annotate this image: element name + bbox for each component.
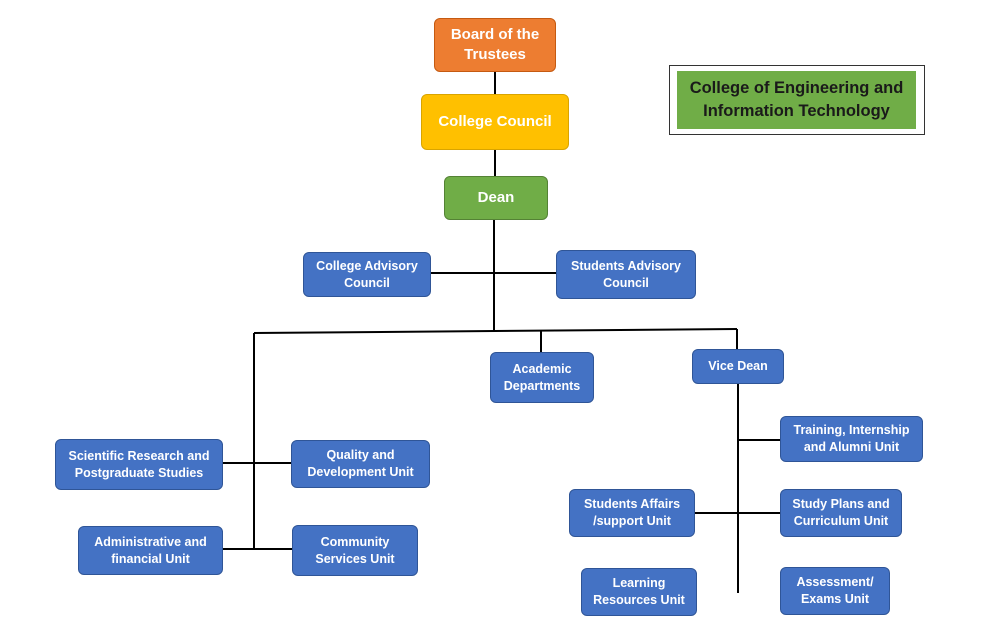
college-advisory-council-box: College Advisory Council — [303, 252, 431, 297]
training-internship-label: Training, Internship and Alumni Unit — [793, 423, 910, 454]
dean-label: Dean — [477, 188, 515, 206]
students-affairs-box: Students Affairs /support Unit — [569, 489, 695, 537]
college-title: College of Engineering and Information T… — [677, 71, 916, 129]
study-plans-box: Study Plans and Curriculum Unit — [780, 489, 902, 537]
assessment-exams-label: Assessment/ Exams Unit — [796, 575, 874, 606]
college-council-box: College Council — [421, 94, 569, 150]
learning-resources-box: Learning Resources Unit — [581, 568, 697, 616]
academic-departments-label: Academic Departments — [503, 361, 581, 393]
scientific-research-label: Scientific Research and Postgraduate Stu… — [68, 448, 210, 480]
college-council-label: College Council — [438, 112, 552, 130]
college-title-frame: College of Engineering and Information T… — [669, 65, 925, 135]
quality-development-box: Quality and Development Unit — [291, 440, 430, 488]
students-advisory-council-label: Students Advisory Council — [571, 258, 681, 290]
board-of-trustees-label: Board of the Trustees — [450, 25, 540, 63]
learning-resources-label: Learning Resources Unit — [593, 576, 685, 607]
students-advisory-council-box: Students Advisory Council — [556, 250, 696, 299]
quality-development-label: Quality and Development Unit — [307, 448, 414, 479]
administrative-financial-label: Administrative and financial Unit — [94, 534, 207, 566]
dean-box: Dean — [444, 176, 548, 220]
academic-departments-box: Academic Departments — [490, 352, 594, 403]
vice-dean-box: Vice Dean — [692, 349, 784, 384]
study-plans-label: Study Plans and Curriculum Unit — [792, 497, 890, 528]
board-of-trustees-box: Board of the Trustees — [434, 18, 556, 72]
administrative-financial-box: Administrative and financial Unit — [78, 526, 223, 575]
students-affairs-label: Students Affairs /support Unit — [583, 497, 681, 528]
college-advisory-council-label: College Advisory Council — [316, 258, 418, 290]
training-internship-box: Training, Internship and Alumni Unit — [780, 416, 923, 462]
community-services-box: Community Services Unit — [292, 525, 418, 576]
assessment-exams-box: Assessment/ Exams Unit — [780, 567, 890, 615]
connector-main-bar — [253, 328, 738, 334]
scientific-research-box: Scientific Research and Postgraduate Stu… — [55, 439, 223, 490]
community-services-label: Community Services Unit — [315, 534, 395, 566]
vice-dean-label: Vice Dean — [708, 359, 768, 374]
